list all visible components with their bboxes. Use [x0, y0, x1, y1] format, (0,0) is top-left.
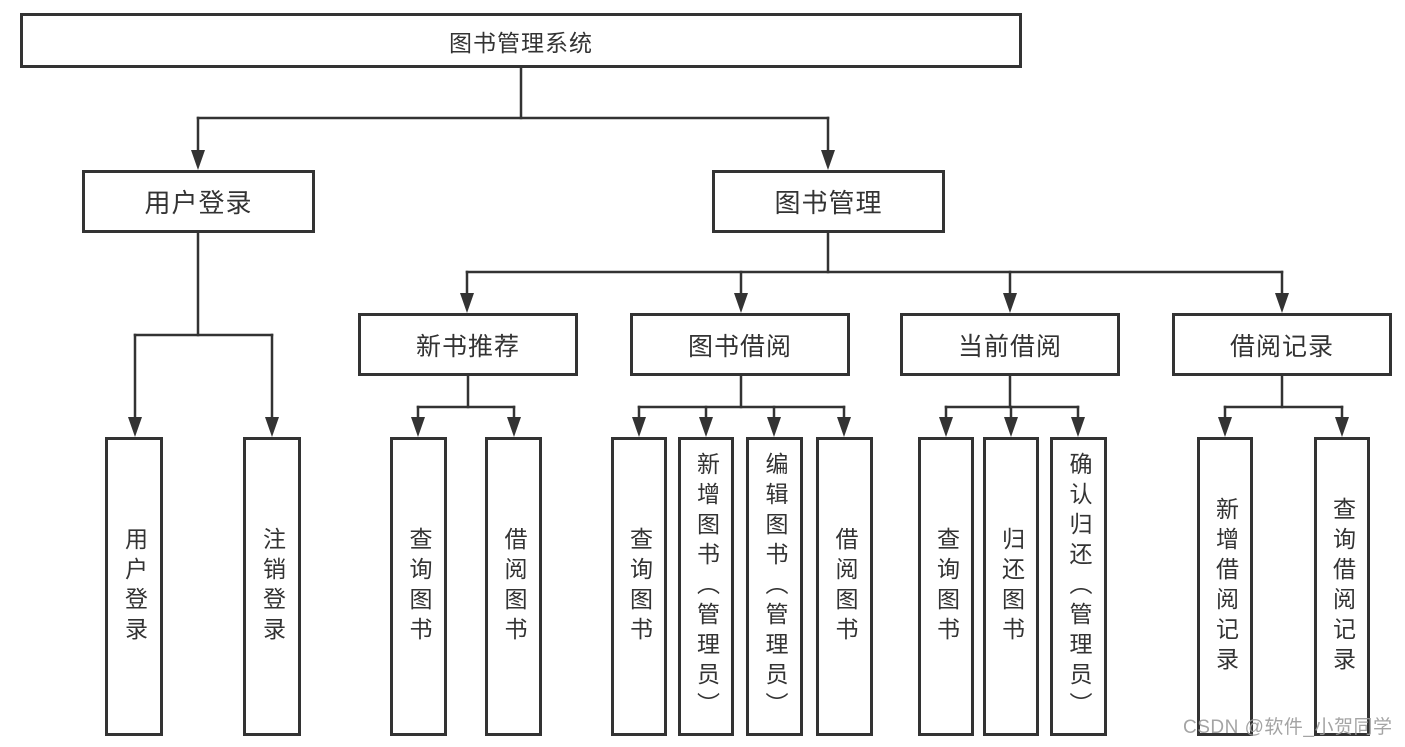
leaf-logout-label: 注销登录: [259, 526, 286, 647]
leaf-borrow-books-recommend: 借阅图书: [485, 437, 542, 736]
node-borrowing-records-label: 借阅记录: [1229, 332, 1334, 361]
node-new-book-recommend-label: 新书推荐: [415, 332, 520, 361]
leaf-query-borrow-record: 查询借阅记录: [1314, 437, 1370, 736]
node-book-borrowing: 图书借阅: [630, 313, 850, 376]
arrowheads: [128, 150, 1349, 437]
leaf-return-book: 归还图书: [983, 437, 1039, 736]
leaf-query-books-current-label: 查询图书: [933, 526, 960, 647]
leaf-user-login: 用户登录: [105, 437, 163, 736]
leaf-user-login-label: 用户登录: [121, 526, 148, 647]
leaf-confirm-return-admin-label: 确认归还（管理员）: [1066, 451, 1092, 722]
node-book-borrowing-label: 图书借阅: [687, 332, 792, 361]
leaf-query-books-recommend: 查询图书: [390, 437, 447, 736]
leaf-add-borrow-record-label: 新增借阅记录: [1212, 496, 1239, 677]
node-user-login-label: 用户登录: [144, 188, 253, 218]
leaf-query-books-current: 查询图书: [918, 437, 974, 736]
leaf-borrow-books: 借阅图书: [816, 437, 873, 736]
node-borrowing-records: 借阅记录: [1172, 313, 1392, 376]
leaf-query-books-recommend-label: 查询图书: [406, 526, 432, 647]
node-user-login: 用户登录: [82, 170, 315, 233]
leaf-add-book-admin-label: 新增图书（管理员）: [693, 451, 720, 722]
leaf-return-book-label: 归还图书: [998, 526, 1025, 647]
node-library-system: 图书管理系统: [20, 13, 1022, 68]
watermark-text: CSDN @软件_小贺同学: [1183, 717, 1393, 738]
node-current-borrowing-label: 当前借阅: [957, 332, 1062, 361]
leaf-borrow-books-recommend-label: 借阅图书: [501, 526, 527, 647]
leaf-edit-book-admin: 编辑图书（管理员）: [746, 437, 803, 736]
leaf-borrow-books-label: 借阅图书: [832, 526, 858, 647]
leaf-add-book-admin: 新增图书（管理员）: [678, 437, 734, 736]
leaf-logout: 注销登录: [243, 437, 301, 736]
leaf-confirm-return-admin: 确认归还（管理员）: [1050, 437, 1107, 736]
node-current-borrowing: 当前借阅: [900, 313, 1120, 376]
node-book-management: 图书管理: [712, 170, 945, 233]
leaf-edit-book-admin-label: 编辑图书（管理员）: [762, 451, 788, 722]
node-library-system-label: 图书管理系统: [449, 29, 593, 56]
leaf-query-borrow-record-label: 查询借阅记录: [1329, 496, 1356, 677]
leaf-add-borrow-record: 新增借阅记录: [1197, 437, 1253, 736]
leaf-query-books-borrowing: 查询图书: [611, 437, 667, 736]
node-new-book-recommend: 新书推荐: [358, 313, 578, 376]
leaf-query-books-borrowing-label: 查询图书: [626, 526, 653, 647]
node-book-management-label: 图书管理: [774, 188, 883, 218]
